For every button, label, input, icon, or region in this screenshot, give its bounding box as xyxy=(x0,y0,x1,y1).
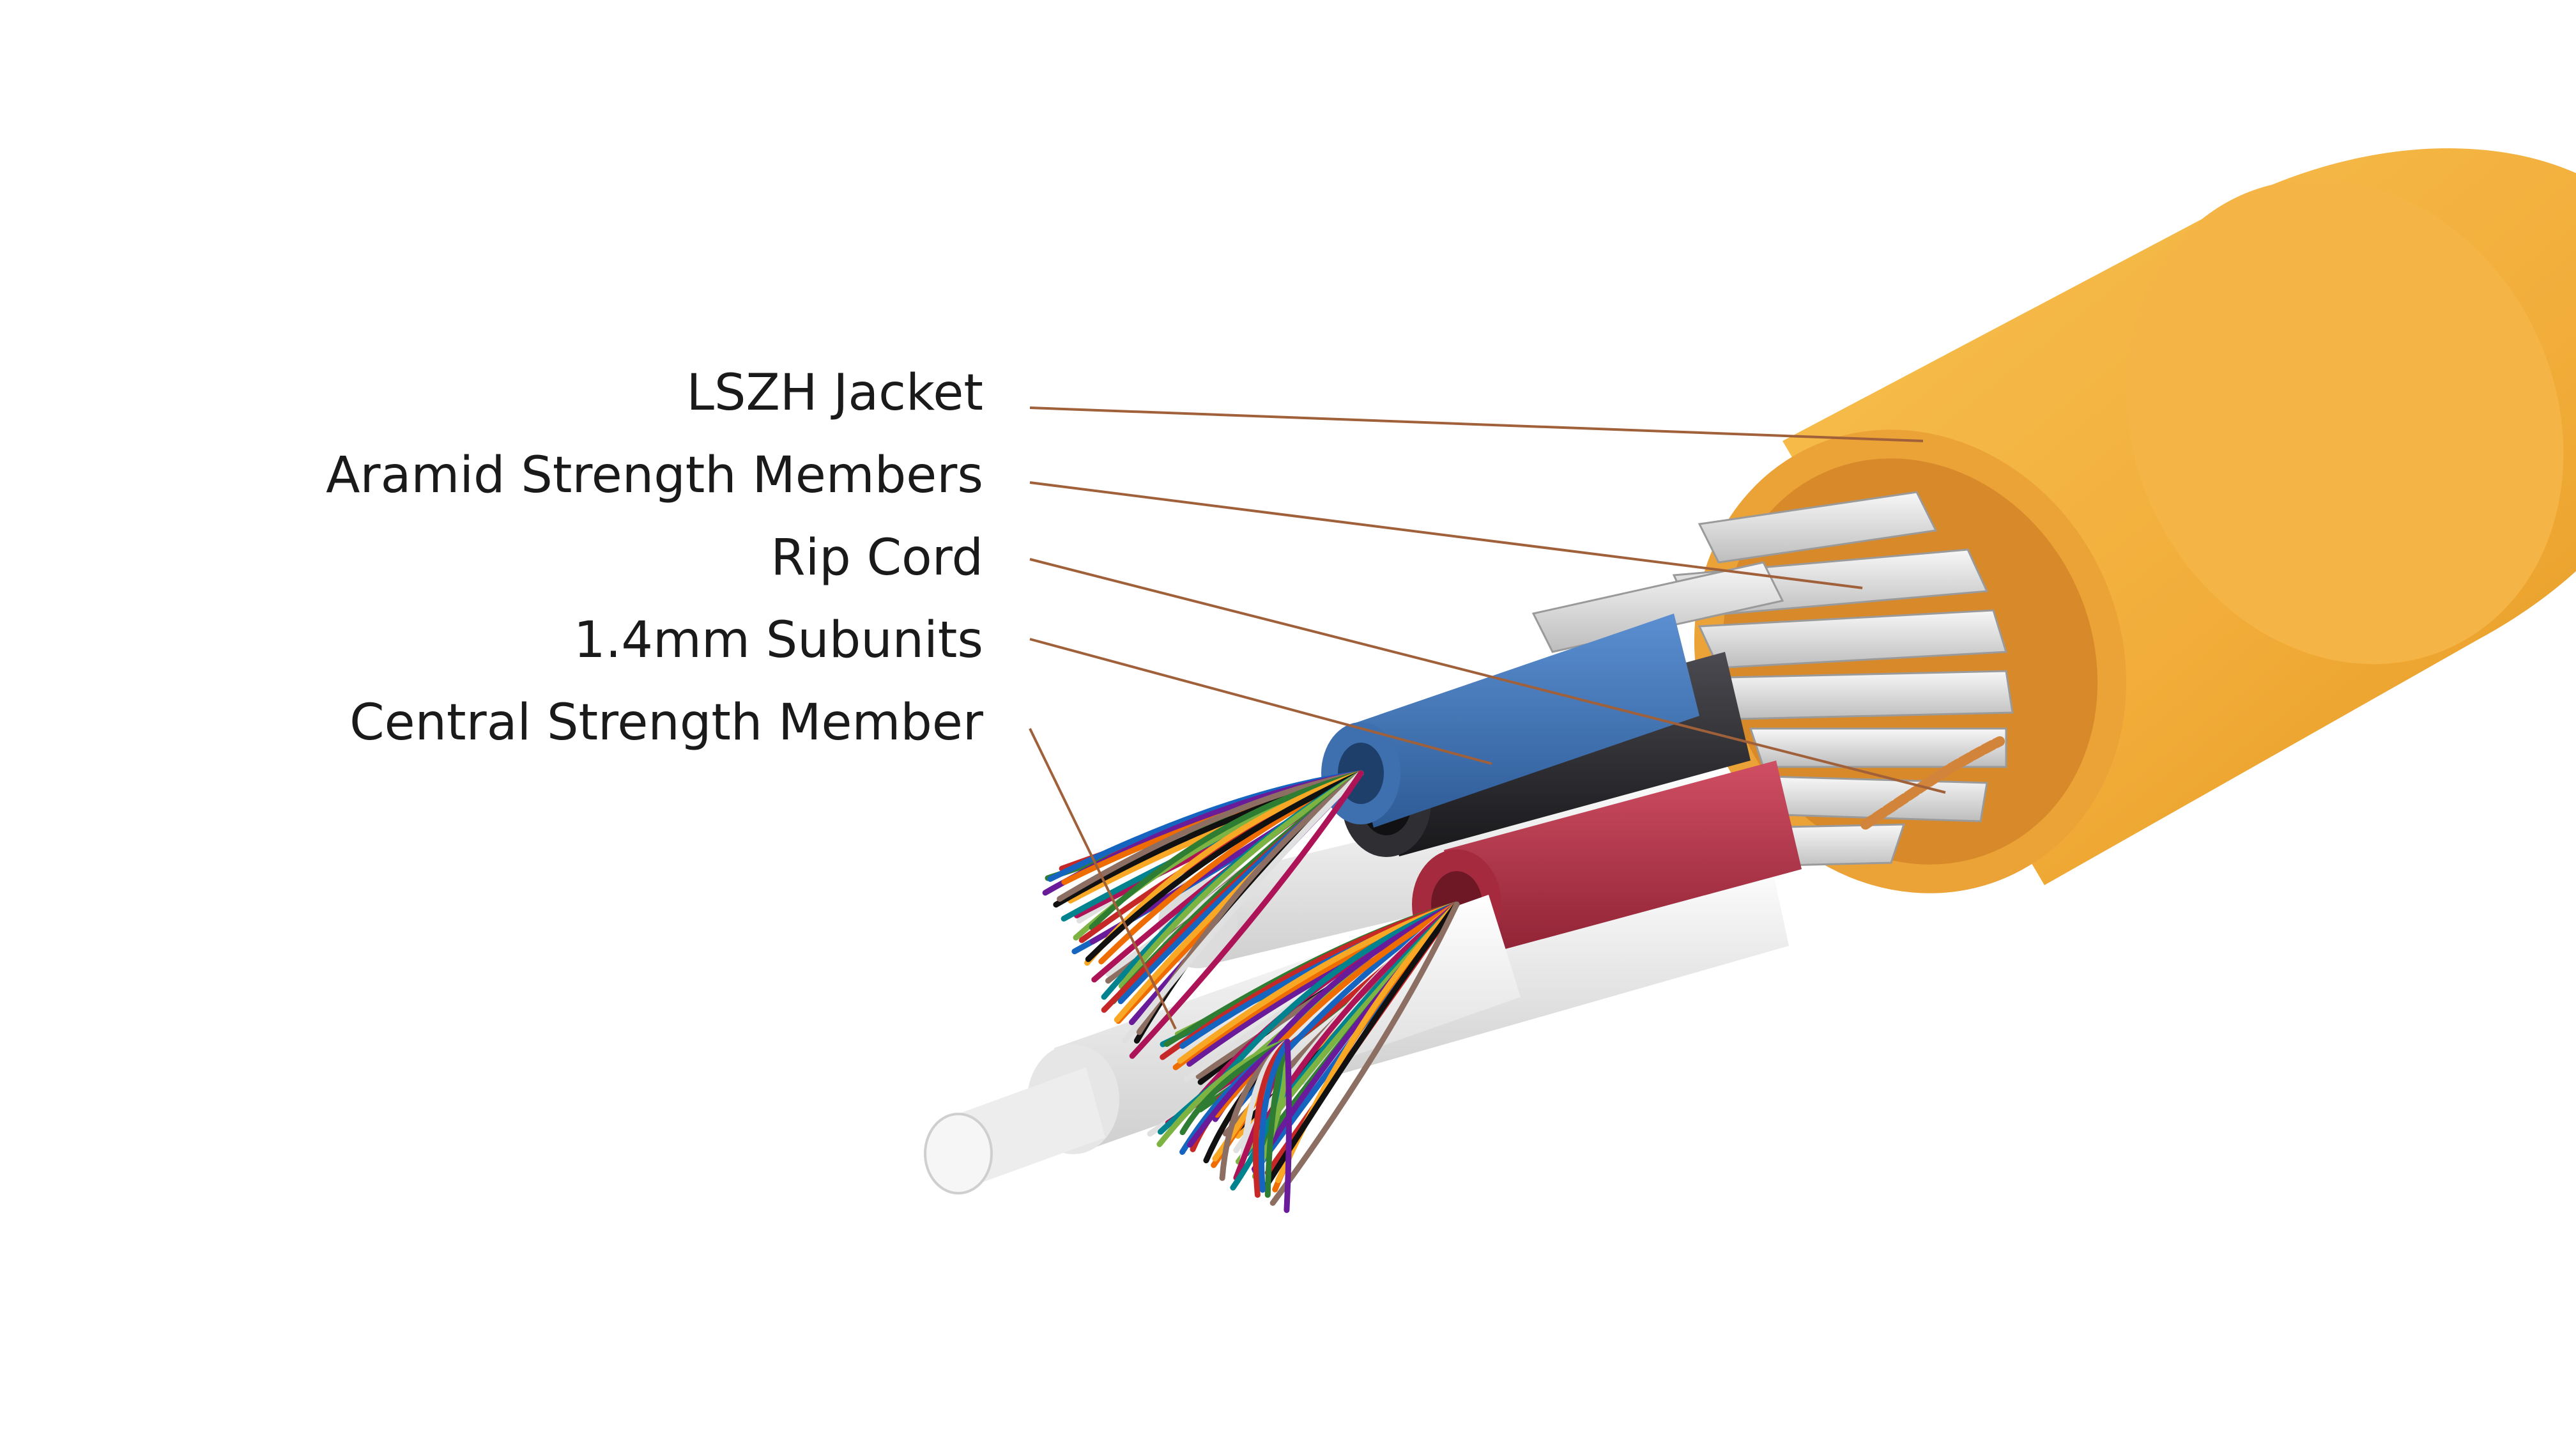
leader-line-jacket xyxy=(1029,406,1924,442)
leader-lines xyxy=(1029,406,1946,1030)
subunits xyxy=(1158,614,1802,1088)
optical-fiber xyxy=(1129,770,1364,1059)
label-central-strength-member: Central Strength Member xyxy=(349,694,983,752)
aramid-strand xyxy=(1531,561,1784,653)
optical-fiber xyxy=(1122,770,1364,1044)
optical-fiber xyxy=(1085,770,1364,962)
leader-line-aramid xyxy=(1029,481,1863,589)
rip-cord xyxy=(1860,736,2005,830)
leader-line-ripcord xyxy=(1029,558,1946,794)
csm-core-end xyxy=(924,1113,993,1194)
aramid-strand xyxy=(1698,491,1938,564)
optical-fiber xyxy=(1089,770,1364,931)
aramid-strand xyxy=(1749,727,2007,768)
jacket-end-cap xyxy=(2126,179,2564,665)
label-rip-cord: Rip Cord xyxy=(770,529,983,587)
optical-fiber xyxy=(1258,1039,1291,1193)
optical-fiber xyxy=(1284,1039,1292,1213)
leader-line-subunits xyxy=(1029,638,1492,765)
optical-fiber xyxy=(1118,770,1364,989)
label-subunits: 1.4mm Subunits xyxy=(573,612,983,669)
leader-line-csm xyxy=(1029,728,1177,1030)
aramid-strand xyxy=(1698,609,2007,669)
label-aramid-strength-members: Aramid Strength Members xyxy=(326,447,983,504)
subunit-blue xyxy=(1348,614,1699,828)
optical-fiber xyxy=(1261,901,1460,1191)
label-lszh-jacket: LSZH Jacket xyxy=(686,364,984,422)
subunit-red xyxy=(1444,761,1802,959)
aramid-strand xyxy=(1723,670,2014,720)
optical-fibers xyxy=(1042,770,1460,1213)
optical-fiber xyxy=(1269,901,1460,1206)
